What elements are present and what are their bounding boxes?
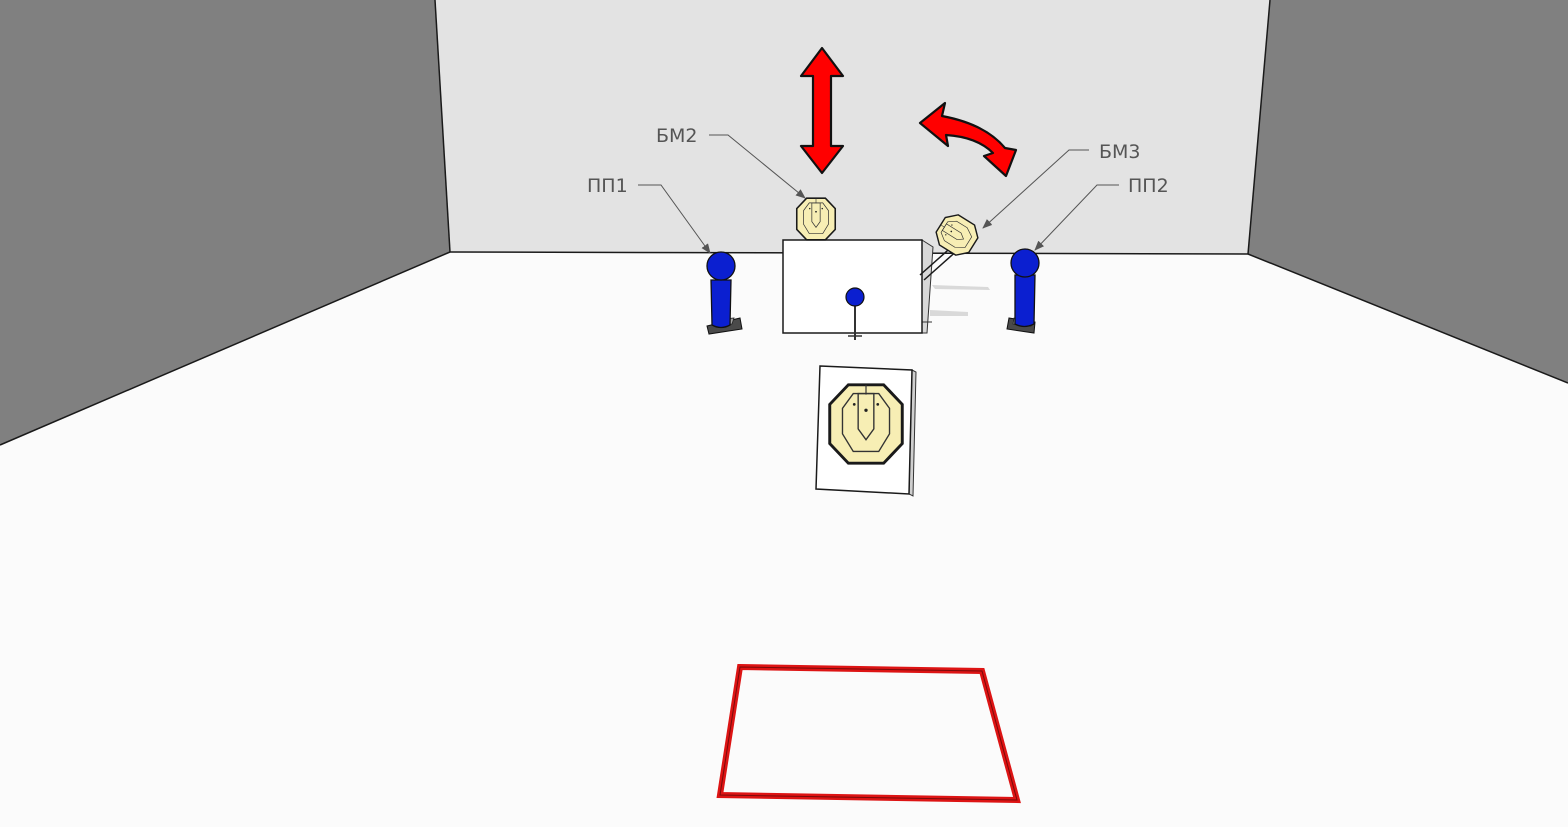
back-wall xyxy=(435,0,1270,254)
pp2-popper xyxy=(1006,248,1040,334)
floor xyxy=(0,252,1568,827)
barricade-wall xyxy=(782,239,934,340)
label-pp2: ПП2 xyxy=(1128,175,1169,197)
callout-leaders xyxy=(638,134,1119,254)
label-bm2: БМ2 xyxy=(656,125,698,147)
label-pp1: ПП1 xyxy=(587,175,628,197)
swing-arm-shadow xyxy=(930,285,990,316)
right-wall xyxy=(1248,0,1568,383)
curved-double-arrow-icon xyxy=(918,101,1018,178)
front-paper-target xyxy=(815,365,917,497)
pp1-popper xyxy=(706,251,743,335)
bm3-swinging-target xyxy=(919,209,984,281)
small-popper xyxy=(845,287,865,307)
bm2-moving-target xyxy=(795,197,837,241)
shooting-box xyxy=(716,663,1021,804)
label-bm3: БМ3 xyxy=(1099,141,1141,163)
left-wall xyxy=(0,0,450,445)
double-arrow-vertical-icon xyxy=(799,46,845,175)
